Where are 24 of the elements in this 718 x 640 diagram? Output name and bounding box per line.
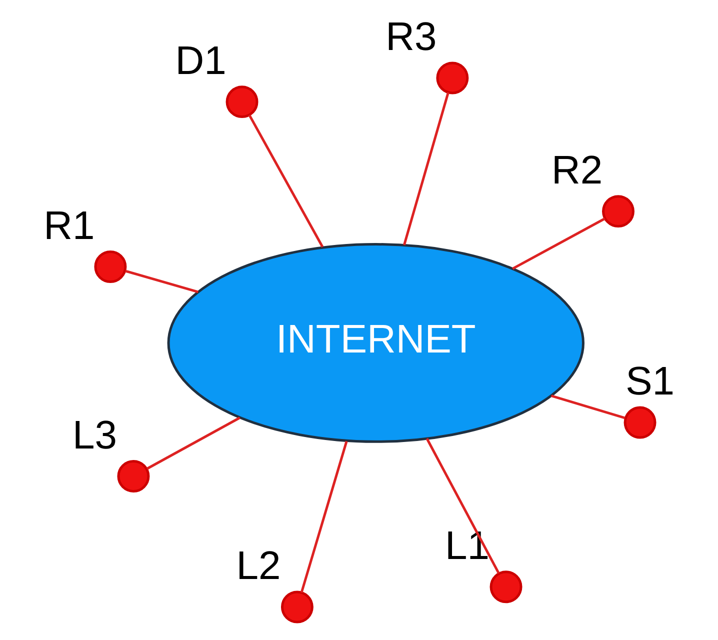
node-circle xyxy=(602,195,634,228)
connector xyxy=(426,438,500,574)
node-circle xyxy=(94,250,127,283)
node-circle xyxy=(117,460,150,492)
connector xyxy=(512,218,606,270)
node-label: R1 xyxy=(44,204,95,248)
node-circle xyxy=(280,590,314,624)
connector xyxy=(248,114,324,248)
connector xyxy=(550,394,626,420)
node-label: L3 xyxy=(72,413,117,458)
node-circle xyxy=(490,570,522,604)
connector xyxy=(300,440,348,593)
node-label: S1 xyxy=(626,360,674,404)
node-label: R3 xyxy=(386,14,437,59)
connector xyxy=(146,416,240,470)
node-circle xyxy=(436,62,469,94)
node-ellipse: INTERNET xyxy=(167,243,584,443)
node-label: D1 xyxy=(175,38,226,83)
node-circle xyxy=(624,406,656,439)
connector xyxy=(402,92,450,246)
connector xyxy=(125,270,198,294)
node-circle xyxy=(226,86,258,118)
node-label: L2 xyxy=(236,544,281,588)
node-label: R2 xyxy=(551,148,603,192)
